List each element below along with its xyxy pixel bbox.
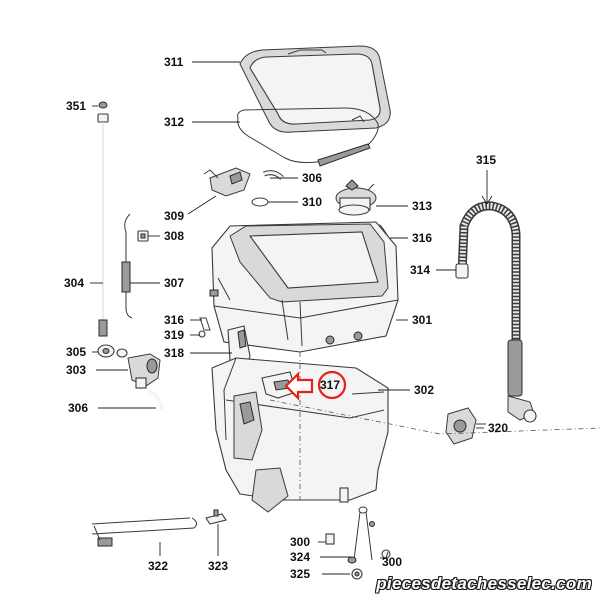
callout-320: 320 <box>488 421 508 435</box>
callout-351: 351 <box>66 99 86 113</box>
callout-303: 303 <box>66 363 86 377</box>
callout-304: 304 <box>64 276 84 290</box>
callout-300-right: 300 <box>382 555 402 569</box>
callout-313: 313 <box>412 199 432 213</box>
part-320-pump <box>445 407 486 445</box>
highlight-circle <box>317 370 347 400</box>
part-310-o-ring <box>251 197 269 207</box>
part-301-upper-tub <box>209 221 399 353</box>
leader-lines <box>90 61 493 575</box>
callout-labels: 311 312 351 315 306 309 310 313 308 316 … <box>64 55 508 581</box>
callout-307: 307 <box>164 276 184 290</box>
part-306-lower-hose <box>147 388 164 411</box>
part-312-lid-gasket <box>237 107 379 167</box>
part-302-lower-tub <box>211 352 389 513</box>
callout-302: 302 <box>414 383 434 397</box>
part-308-clip <box>137 230 149 242</box>
callout-316-left: 316 <box>164 313 184 327</box>
part-316-319-small-parts <box>198 317 211 338</box>
part-300-324-325-belt <box>325 506 391 580</box>
axis-line <box>269 399 600 435</box>
callout-305: 305 <box>66 345 86 359</box>
callout-301: 301 <box>412 313 432 327</box>
callout-310: 310 <box>302 195 322 209</box>
callout-318: 318 <box>164 346 184 360</box>
callout-312: 312 <box>164 115 184 129</box>
callout-300-left: 300 <box>290 535 310 549</box>
site-watermark: piecesdetachesselec.com <box>376 574 592 593</box>
callout-322: 322 <box>148 559 168 573</box>
part-322-heating-element <box>91 517 198 547</box>
part-317-highlight <box>284 370 347 401</box>
part-309-fitting <box>203 167 251 197</box>
highlight-arrow <box>284 371 314 401</box>
part-311-lid-frame <box>239 45 391 133</box>
callout-324: 324 <box>290 550 310 564</box>
part-315-drain-hose <box>455 201 537 423</box>
callout-319: 319 <box>164 328 184 342</box>
part-307-spring <box>121 213 133 319</box>
part-305-nut <box>97 344 128 358</box>
part-323-bracket <box>205 509 227 525</box>
callout-306-top: 306 <box>302 171 322 185</box>
callout-325: 325 <box>290 567 310 581</box>
callout-309: 309 <box>164 209 184 223</box>
callout-306-bottom: 306 <box>68 401 88 415</box>
callout-315: 315 <box>476 153 496 167</box>
callout-323: 323 <box>208 559 228 573</box>
callout-311: 311 <box>164 55 184 69</box>
callout-314: 314 <box>410 263 430 277</box>
part-351-304-rod <box>97 101 109 337</box>
part-313-pressure-switch <box>335 179 377 216</box>
callout-308: 308 <box>164 229 184 243</box>
callout-316-right: 316 <box>412 231 432 245</box>
part-303-valve <box>127 353 161 389</box>
callout-317: 317 <box>320 378 340 392</box>
part-306-top-hose <box>263 170 284 180</box>
